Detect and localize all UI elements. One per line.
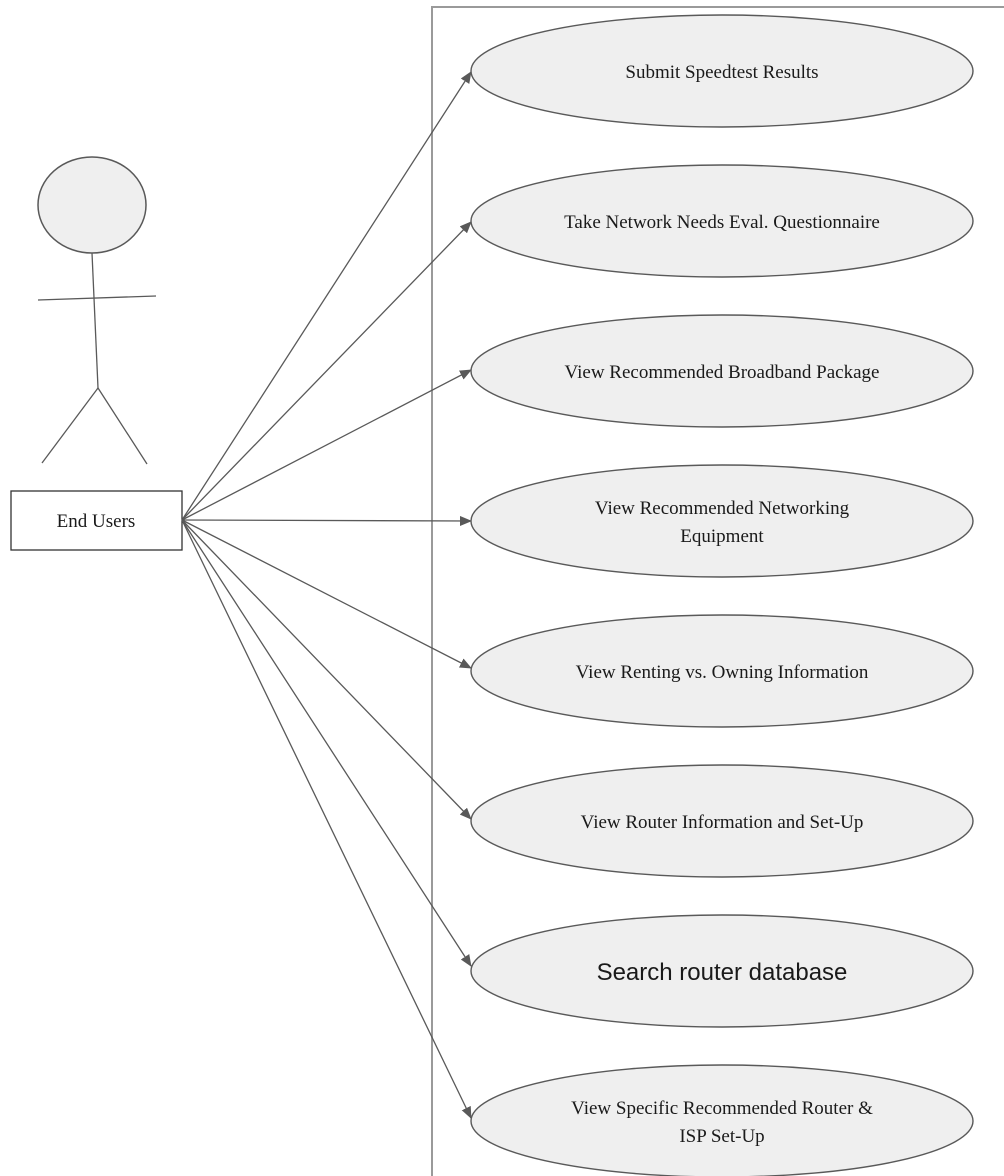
use-case-label: View Recommended Networking <box>595 498 850 519</box>
association-arrow <box>181 369 472 521</box>
use-case: View Recommended Broadband Package <box>470 314 974 428</box>
use-case: Take Network Needs Eval. Questionnaire <box>470 164 974 278</box>
use-case: Submit Speedtest Results <box>470 14 974 128</box>
association-arrow <box>181 221 472 521</box>
use-case-label: Submit Speedtest Results <box>625 62 818 83</box>
association-arrow <box>181 71 472 521</box>
use-case-label: Take Network Needs Eval. Questionnaire <box>564 212 880 233</box>
actor-box: End Users <box>10 490 183 551</box>
actor-body <box>91 252 99 389</box>
association-arrow <box>181 519 472 967</box>
use-case: View Renting vs. Owning Information <box>470 614 974 728</box>
use-case: View Router Information and Set-Up <box>470 764 974 878</box>
use-case-ellipse <box>470 764 974 878</box>
use-case-label: Search router database <box>597 959 848 986</box>
actor-figure <box>37 156 157 465</box>
association-arrow <box>181 519 472 669</box>
association-arrow <box>181 519 472 820</box>
use-case-label: View Renting vs. Owning Information <box>576 662 869 683</box>
use-case-ellipse <box>470 1064 974 1176</box>
use-case-label: View Router Information and Set-Up <box>581 812 864 833</box>
use-case-label: Equipment <box>680 526 764 547</box>
system-boundary <box>431 6 1004 1176</box>
use-case-label: View Recommended Broadband Package <box>565 362 880 383</box>
actor-head <box>37 156 147 254</box>
actor-label-box <box>10 490 183 551</box>
use-case-label: ISP Set-Up <box>679 1126 764 1147</box>
actor-right-leg <box>97 387 148 465</box>
association-arrow <box>181 515 472 526</box>
actor-left-leg <box>41 387 99 464</box>
use-case-ellipse <box>470 14 974 128</box>
use-case-ellipse <box>470 614 974 728</box>
use-case-ellipse <box>470 314 974 428</box>
use-case-ellipse <box>470 914 974 1028</box>
actor-arms <box>37 295 157 301</box>
use-case: Search router database <box>470 914 974 1028</box>
use-case: View Specific Recommended Router & ISP Se… <box>470 1064 974 1176</box>
use-case-label: View Specific Recommended Router & <box>571 1098 873 1119</box>
actor-label: End Users <box>57 511 136 532</box>
association-arrow <box>181 519 472 1119</box>
use-case-ellipse <box>470 464 974 578</box>
associations <box>181 71 472 1119</box>
use-case-ellipse <box>470 164 974 278</box>
